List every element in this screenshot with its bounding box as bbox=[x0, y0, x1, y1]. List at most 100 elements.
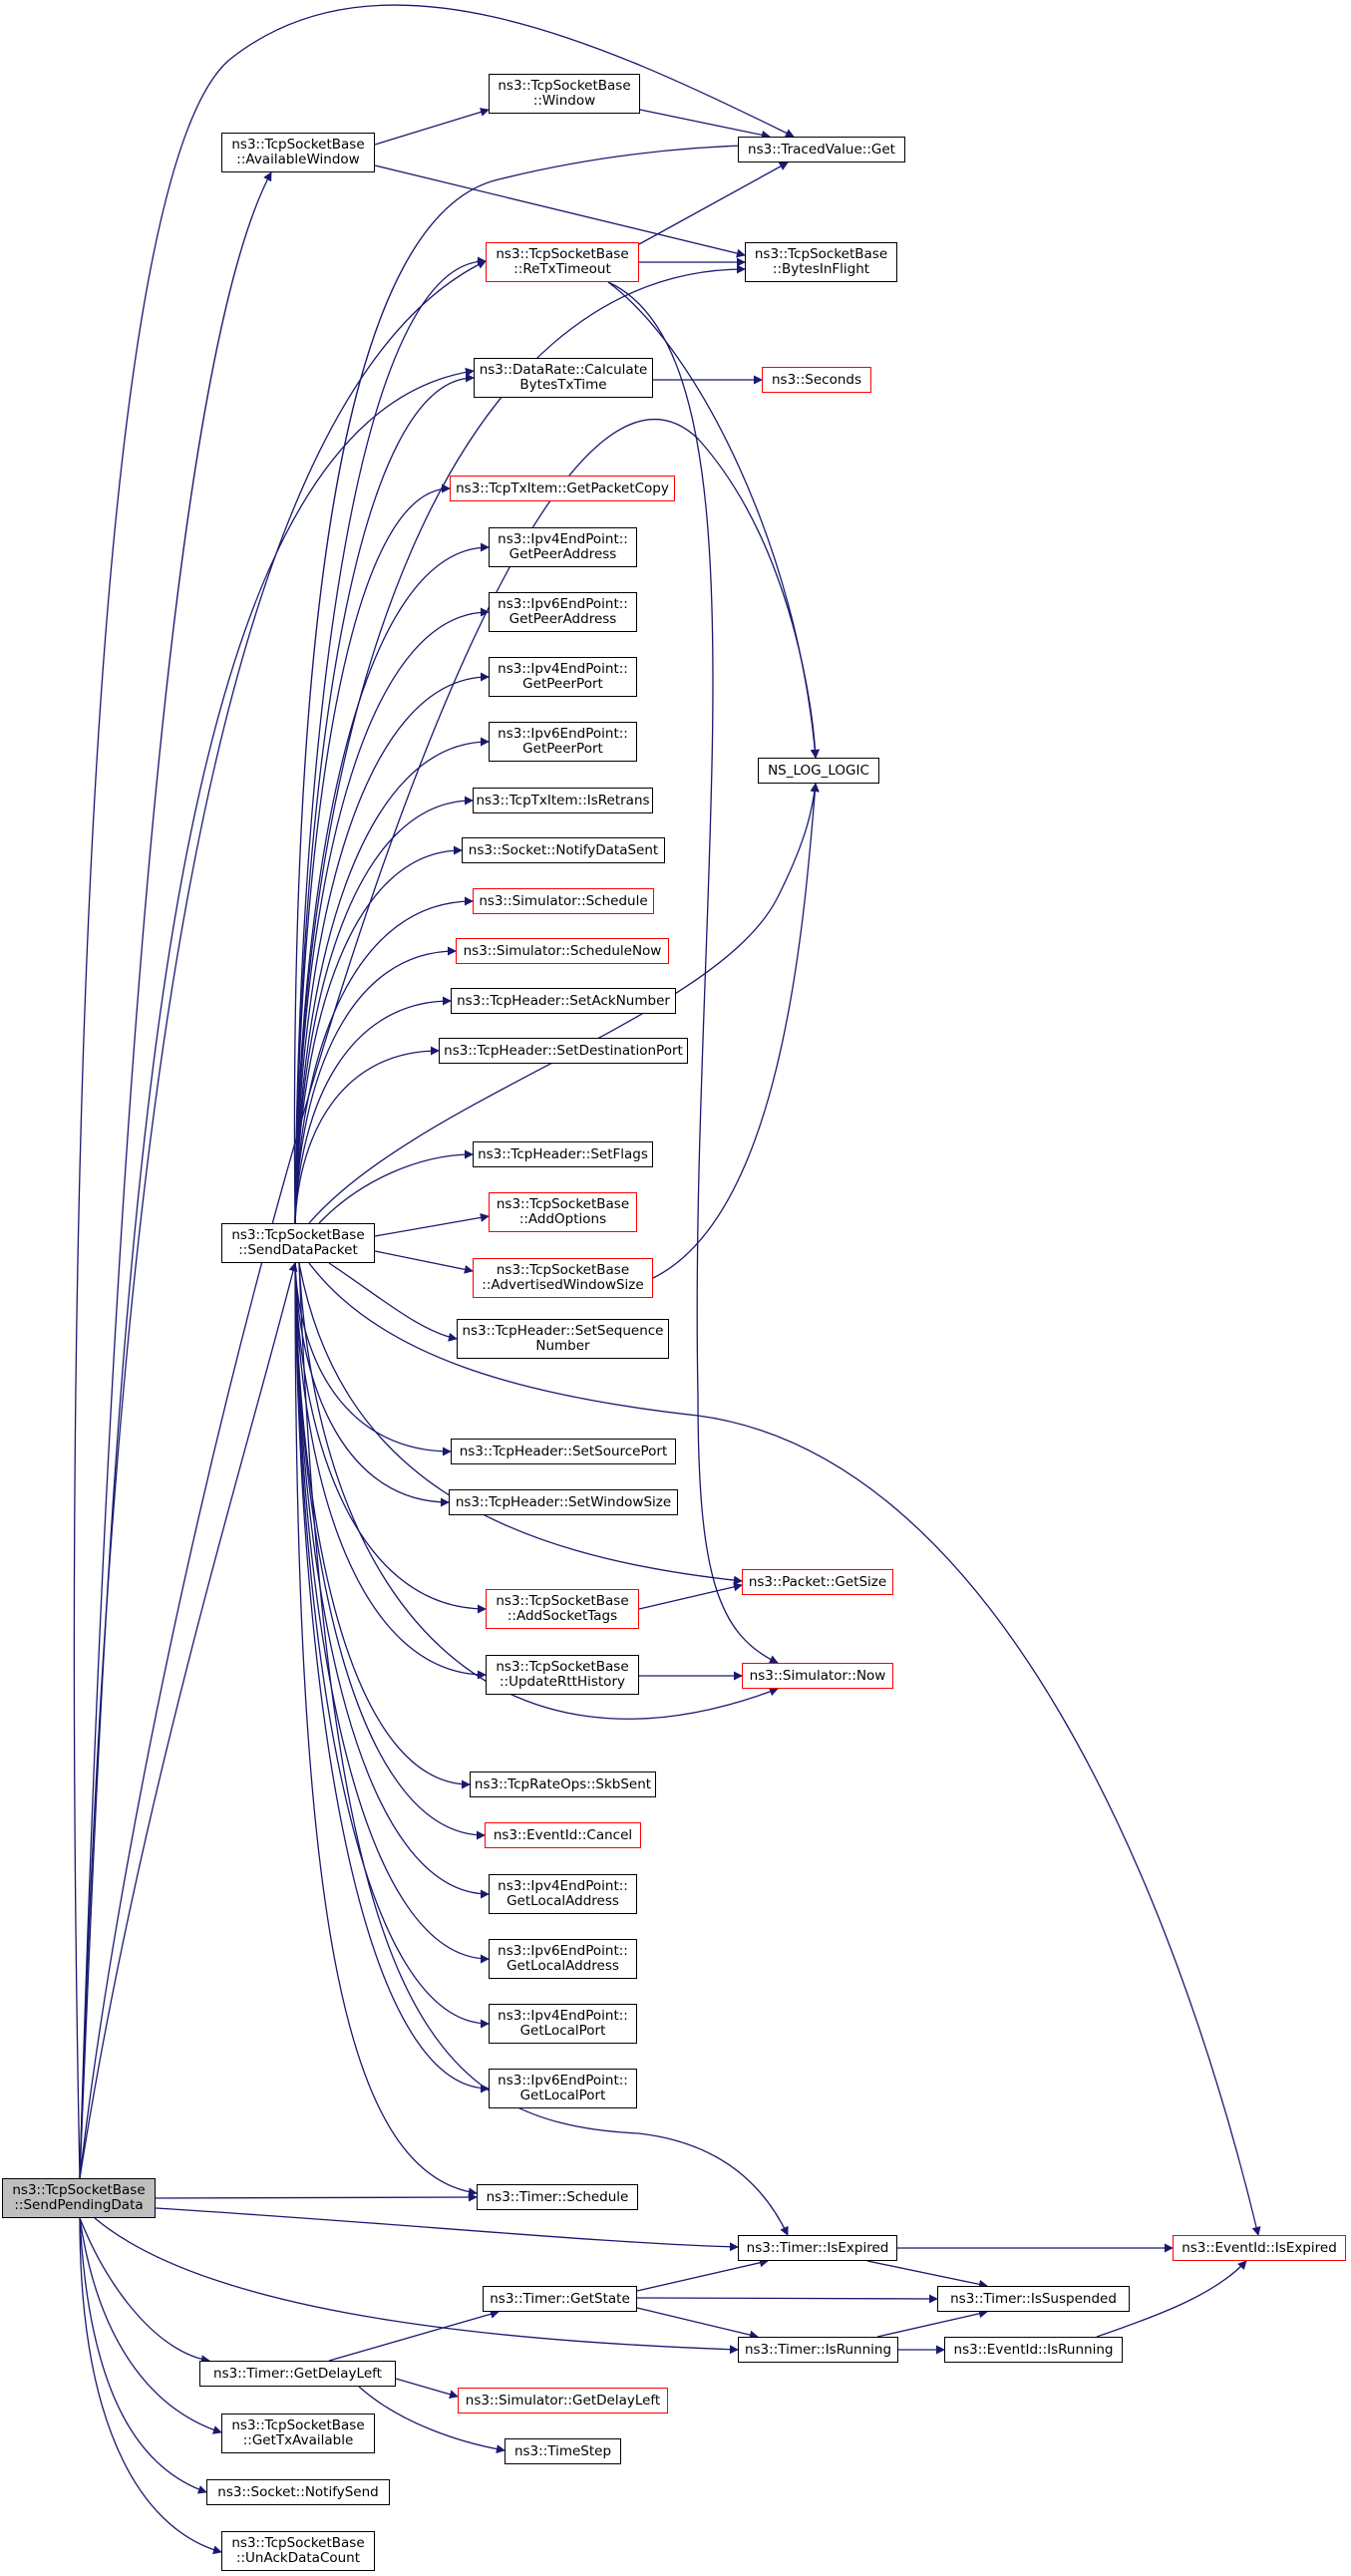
edge-sdp-ipv6-local-addr bbox=[294, 1262, 490, 1964]
node-ipv6-get-peer-address[interactable]: ns3::Ipv6EndPoint:: GetPeerAddress bbox=[489, 592, 637, 632]
node-packet-get-size[interactable]: ns3::Packet::GetSize bbox=[742, 1569, 893, 1595]
edge-sdp-is-retrans bbox=[294, 796, 474, 1224]
edge-sdp-sim-schedule bbox=[294, 896, 474, 1224]
node-set-ack-number[interactable]: ns3::TcpHeader::SetAckNumber bbox=[451, 988, 676, 1014]
edge-gs-is-suspended bbox=[636, 2294, 938, 2304]
node-get-tx-available[interactable]: ns3::TcpSocketBase ::GetTxAvailable bbox=[221, 2414, 375, 2453]
edge-sdp-set-flags bbox=[318, 1149, 474, 1224]
edge-spd-calc-bytes bbox=[79, 367, 475, 2179]
edge-eir-event-is-expired bbox=[1096, 2260, 1247, 2338]
node-ipv6-get-local-port[interactable]: ns3::Ipv6EndPoint:: GetLocalPort bbox=[489, 2069, 637, 2108]
node-add-socket-tags[interactable]: ns3::TcpSocketBase ::AddSocketTags bbox=[486, 1589, 639, 1629]
node-ipv4-get-local-address[interactable]: ns3::Ipv4EndPoint:: GetLocalAddress bbox=[489, 1874, 637, 1914]
edge-spd-retx-timeout bbox=[79, 260, 487, 2179]
node-set-destination-port[interactable]: ns3::TcpHeader::SetDestinationPort bbox=[439, 1038, 688, 1064]
edge-sdp-ipv4-local-addr bbox=[294, 1262, 490, 1899]
node-simulator-schedule[interactable]: ns3::Simulator::Schedule bbox=[473, 888, 654, 914]
node-ipv4-get-peer-port[interactable]: ns3::Ipv4EndPoint:: GetPeerPort bbox=[489, 657, 637, 697]
edge-sdp-timer-schedule bbox=[294, 1262, 478, 2197]
node-ipv4-get-local-port[interactable]: ns3::Ipv4EndPoint:: GetLocalPort bbox=[489, 2004, 637, 2044]
edge-tir-is-suspended bbox=[876, 2309, 988, 2338]
node-ipv6-get-local-address[interactable]: ns3::Ipv6EndPoint:: GetLocalAddress bbox=[489, 1939, 637, 1979]
edge-window-traced-get bbox=[639, 109, 771, 140]
edge-retx-ns-log-logic bbox=[607, 281, 820, 759]
edge-aw-window bbox=[374, 108, 490, 146]
edge-sdp-event-is-expired bbox=[308, 1262, 1261, 2236]
edge-spd-ns-log-logic bbox=[79, 419, 821, 2179]
node-set-sequence-number[interactable]: ns3::TcpHeader::SetSequence Number bbox=[457, 1319, 669, 1359]
edge-sdp-adv-window-size bbox=[374, 1250, 474, 1274]
edge-sdp-sim-schedule-now bbox=[294, 946, 457, 1224]
node-timer-is-running[interactable]: ns3::Timer::IsRunning bbox=[738, 2337, 898, 2363]
node-event-is-expired[interactable]: ns3::EventId::IsExpired bbox=[1173, 2235, 1346, 2261]
node-retx-timeout[interactable]: ns3::TcpSocketBase ::ReTxTimeout bbox=[486, 242, 639, 282]
edge-spd-unack-data-count bbox=[79, 2217, 222, 2555]
node-simulator-schedule-now[interactable]: ns3::Simulator::ScheduleNow bbox=[456, 938, 669, 964]
edge-sdp-set-ack-number bbox=[294, 996, 452, 1224]
node-simulator-now[interactable]: ns3::Simulator::Now bbox=[742, 1663, 893, 1689]
node-seconds[interactable]: ns3::Seconds bbox=[762, 367, 871, 393]
edge-sdp-calc-bytes bbox=[294, 373, 475, 1224]
edge-sdp-traced-get bbox=[293, 140, 795, 1224]
edge-spd-notify-send bbox=[79, 2217, 207, 2494]
node-timer-is-suspended[interactable]: ns3::Timer::IsSuspended bbox=[937, 2286, 1130, 2312]
edge-gdl-time-step bbox=[358, 2386, 506, 2454]
edge-spd-get-delay-left bbox=[79, 2217, 210, 2365]
edge-spd-timer-schedule bbox=[155, 2192, 478, 2202]
edge-sdp-ipv4-local-port bbox=[294, 1262, 490, 2029]
edge-spd-get-tx-available bbox=[79, 2217, 222, 2434]
node-calculate-bytes-tx-time[interactable]: ns3::DataRate::Calculate BytesTxTime bbox=[474, 358, 653, 398]
node-simulator-get-delay-left[interactable]: ns3::Simulator::GetDelayLeft bbox=[458, 2388, 668, 2414]
node-bytes-in-flight[interactable]: ns3::TcpSocketBase ::BytesInFlight bbox=[745, 242, 897, 282]
edge-retx-traced-get bbox=[638, 161, 789, 245]
node-traced-value-get[interactable]: ns3::TracedValue::Get bbox=[738, 137, 905, 162]
node-event-cancel[interactable]: ns3::EventId::Cancel bbox=[485, 1822, 641, 1848]
node-update-rtt-history[interactable]: ns3::TcpSocketBase ::UpdateRttHistory bbox=[486, 1655, 639, 1695]
node-event-is-running[interactable]: ns3::EventId::IsRunning bbox=[944, 2337, 1123, 2363]
node-notify-data-sent[interactable]: ns3::Socket::NotifyDataSent bbox=[462, 837, 665, 863]
edge-sdp-ns-log-logic bbox=[308, 783, 820, 1224]
node-set-flags[interactable]: ns3::TcpHeader::SetFlags bbox=[473, 1141, 653, 1167]
edge-gdl-get-state bbox=[328, 2309, 500, 2362]
edge-spd-timer-is-expired bbox=[155, 2207, 739, 2252]
node-advertised-window-size[interactable]: ns3::TcpSocketBase ::AdvertisedWindowSiz… bbox=[473, 1258, 653, 1298]
node-send-pending-data[interactable]: ns3::TcpSocketBase ::SendPendingData bbox=[2, 2178, 156, 2218]
node-ns-log-logic[interactable]: NS_LOG_LOGIC bbox=[758, 758, 879, 784]
node-timer-get-delay-left[interactable]: ns3::Timer::GetDelayLeft bbox=[199, 2361, 396, 2387]
edge-sdp-set-dest-port bbox=[294, 1046, 440, 1224]
edge-gdl-sim-get-delay-left bbox=[395, 2378, 459, 2400]
node-skb-sent[interactable]: ns3::TcpRateOps::SkbSent bbox=[470, 1771, 656, 1797]
node-timer-get-state[interactable]: ns3::Timer::GetState bbox=[483, 2286, 637, 2312]
edge-sdp-set-source-port bbox=[294, 1262, 452, 1456]
node-window[interactable]: ns3::TcpSocketBase ::Window bbox=[489, 74, 640, 114]
edge-sdp-notify-data-sent bbox=[294, 845, 463, 1224]
edge-spd-send-data-packet bbox=[79, 1262, 298, 2179]
node-ipv4-get-peer-address[interactable]: ns3::Ipv4EndPoint:: GetPeerAddress bbox=[489, 527, 637, 567]
node-unack-data-count[interactable]: ns3::TcpSocketBase ::UnAckDataCount bbox=[221, 2531, 375, 2571]
node-get-packet-copy[interactable]: ns3::TcpTxItem::GetPacketCopy bbox=[450, 476, 675, 501]
edge-sdp-ipv6-peer-port bbox=[294, 737, 490, 1224]
edge-sdp-packet-get-size bbox=[298, 1262, 743, 1585]
edge-sdp-ipv6-peer-addr bbox=[294, 607, 490, 1224]
edge-sdp-ipv4-peer-port bbox=[294, 672, 490, 1224]
node-available-window[interactable]: ns3::TcpSocketBase ::AvailableWindow bbox=[221, 133, 375, 172]
node-set-window-size[interactable]: ns3::TcpHeader::SetWindowSize bbox=[449, 1489, 678, 1515]
edge-gs-is-expired bbox=[636, 2258, 769, 2292]
node-is-retrans[interactable]: ns3::TcpTxItem::IsRetrans bbox=[473, 788, 653, 813]
edge-sdp-bytes-in-flight bbox=[294, 264, 746, 1224]
edge-sdp-add-socket-tags bbox=[294, 1262, 487, 1614]
edge-aw-bytes-in-flight bbox=[374, 164, 746, 258]
node-timer-is-expired[interactable]: ns3::Timer::IsExpired bbox=[738, 2235, 897, 2261]
node-notify-send[interactable]: ns3::Socket::NotifySend bbox=[206, 2479, 390, 2505]
node-set-source-port[interactable]: ns3::TcpHeader::SetSourcePort bbox=[451, 1439, 676, 1464]
node-time-step[interactable]: ns3::TimeStep bbox=[505, 2438, 621, 2464]
edge-spd-traced-get bbox=[73, 4, 795, 2179]
edge-sdp-get-packet-copy bbox=[294, 483, 451, 1224]
node-ipv6-get-peer-port[interactable]: ns3::Ipv6EndPoint:: GetPeerPort bbox=[489, 722, 637, 762]
node-add-options[interactable]: ns3::TcpSocketBase ::AddOptions bbox=[489, 1192, 637, 1232]
edge-sdp-ipv6-local-port bbox=[294, 1262, 490, 2093]
edge-tie-is-suspended bbox=[866, 2260, 988, 2289]
node-timer-schedule[interactable]: ns3::Timer::Schedule bbox=[477, 2184, 638, 2210]
node-send-data-packet[interactable]: ns3::TcpSocketBase ::SendDataPacket bbox=[221, 1223, 375, 1263]
